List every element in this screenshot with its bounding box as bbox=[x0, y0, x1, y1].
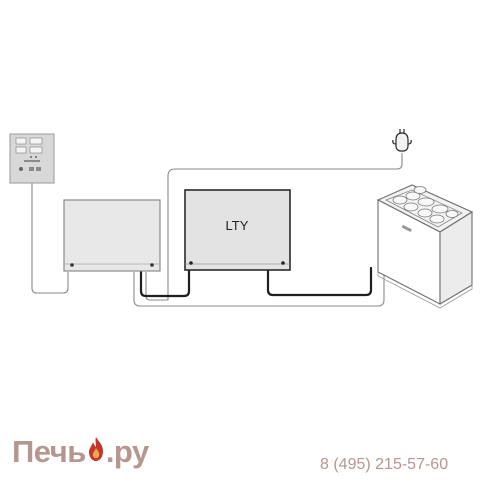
contact-phone: 8 (495) 215-57-60 bbox=[320, 456, 449, 473]
cable-lty-to-heater bbox=[266, 266, 373, 297]
power-cables bbox=[139, 266, 373, 298]
cable-controller-to-lty bbox=[139, 266, 191, 298]
brand-left: Печь bbox=[12, 434, 86, 469]
heater-stones bbox=[392, 186, 459, 224]
controller-box bbox=[63, 199, 161, 272]
wire-power-plug bbox=[145, 153, 403, 301]
wire-panel-to-controller bbox=[31, 183, 69, 294]
lty-unit-box: LTY bbox=[184, 189, 291, 271]
lty-label: LTY bbox=[226, 218, 249, 233]
brand-right: .ру bbox=[105, 434, 149, 469]
wire-controller-to-heater bbox=[133, 270, 385, 307]
thin-wires bbox=[31, 153, 403, 307]
power-plug-icon bbox=[392, 129, 412, 152]
control-panel-icon bbox=[9, 133, 55, 184]
sauna-heater-icon bbox=[376, 184, 474, 309]
brand-logo: Печь .ру bbox=[12, 436, 149, 467]
flame-icon bbox=[88, 437, 103, 461]
